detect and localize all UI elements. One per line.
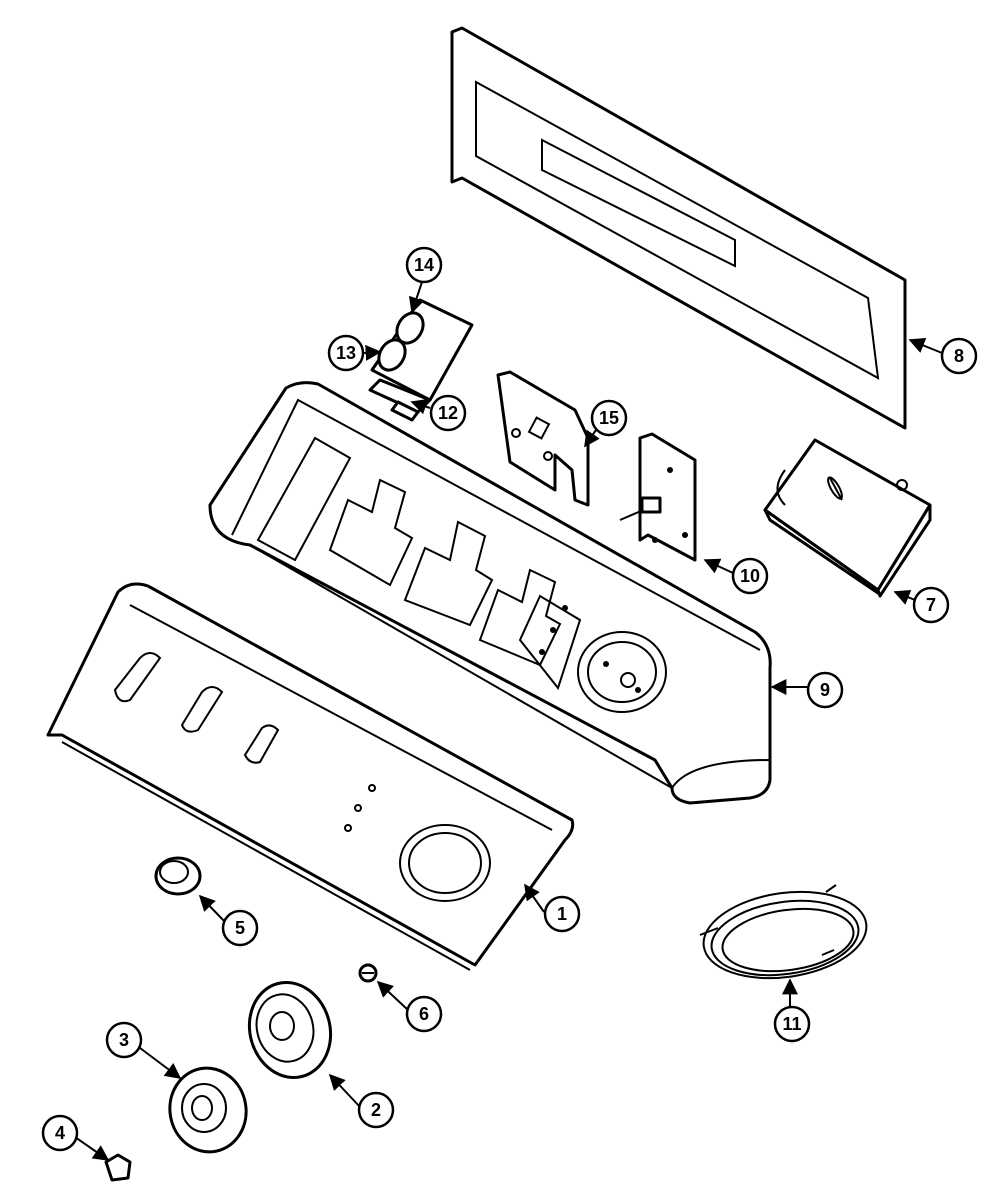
part-10-switch-plate: [619, 432, 697, 562]
callout-7: 7: [912, 586, 950, 624]
part-1-front-console: [46, 582, 575, 971]
svg-text:13: 13: [336, 343, 356, 363]
svg-text:11: 11: [782, 1014, 801, 1034]
callout-9: 9: [806, 671, 844, 709]
svg-text:7: 7: [926, 595, 936, 615]
part-6-screw: [358, 963, 378, 983]
svg-text:15: 15: [599, 408, 619, 428]
svg-text:2: 2: [371, 1100, 381, 1120]
callout-14: 14: [405, 246, 443, 284]
part-4-clip: [104, 1153, 132, 1182]
svg-text:8: 8: [954, 346, 964, 366]
part-5-lens: [154, 856, 202, 896]
svg-text:5: 5: [235, 918, 245, 938]
part-7-timer: [763, 438, 932, 598]
svg-text:4: 4: [55, 1123, 65, 1143]
leader-lines: [74, 281, 943, 1161]
part-3-knob-skirt: [168, 1066, 248, 1154]
callout-13: 13: [327, 334, 365, 372]
callout-10: 10: [731, 557, 769, 595]
callout-3: 3: [105, 1021, 143, 1059]
callout-11: 11: [773, 1005, 811, 1043]
svg-text:6: 6: [419, 1004, 429, 1024]
callout-2: 2: [357, 1091, 395, 1129]
svg-text:9: 9: [820, 680, 830, 700]
part-11-wire-harness: [699, 884, 868, 980]
svg-text:12: 12: [438, 403, 458, 423]
callout-12: 12: [429, 394, 467, 432]
callout-6: 6: [405, 995, 443, 1033]
callout-5: 5: [221, 909, 259, 947]
svg-text:10: 10: [740, 566, 760, 586]
svg-text:14: 14: [414, 255, 434, 275]
part-9-control-housing: [208, 381, 772, 805]
callout-15: 15: [590, 399, 628, 437]
callout-1: 1: [543, 895, 581, 933]
callout-4: 4: [41, 1114, 79, 1152]
part-15-bracket: [496, 370, 590, 507]
svg-text:1: 1: [557, 904, 567, 924]
callout-8: 8: [940, 337, 978, 375]
svg-text:3: 3: [119, 1030, 129, 1050]
part-13-14-rocker-buttons: [377, 311, 425, 372]
part-8-rear-panel: [450, 26, 907, 430]
part-2-knob: [247, 980, 333, 1080]
